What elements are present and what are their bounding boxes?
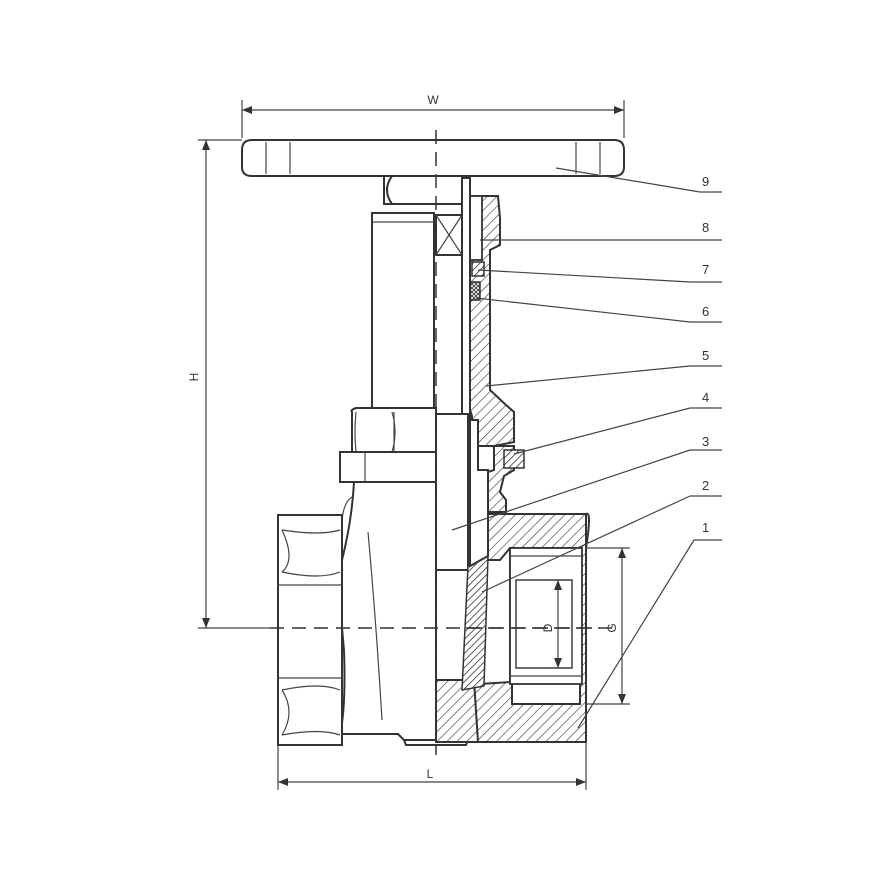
stem bbox=[461, 177, 471, 419]
callout-8: 8 bbox=[702, 220, 709, 235]
bonnet-hex-nut bbox=[339, 407, 437, 483]
callout-7: 7 bbox=[702, 262, 709, 277]
valve-body bbox=[277, 481, 590, 746]
callout-2: 2 bbox=[702, 478, 709, 493]
dimension-d-label: D bbox=[541, 623, 555, 632]
dimension-l-label: L bbox=[427, 767, 434, 781]
dimension-w: W bbox=[241, 93, 625, 138]
callout-5: 5 bbox=[702, 348, 709, 363]
callout-3: 3 bbox=[702, 434, 709, 449]
dimension-g-label: G bbox=[605, 623, 619, 632]
bonnet bbox=[371, 195, 515, 447]
callout-numbers: 9 8 7 6 5 4 3 2 1 bbox=[702, 174, 709, 535]
callout-9: 9 bbox=[702, 174, 709, 189]
dimension-h-label: H bbox=[187, 373, 201, 382]
callout-leaders bbox=[451, 167, 722, 729]
dimension-h: H bbox=[187, 139, 272, 629]
dimension-l: L bbox=[277, 742, 587, 790]
gate-wedge bbox=[435, 413, 489, 691]
callout-4: 4 bbox=[702, 390, 709, 405]
dimension-w-label: W bbox=[427, 93, 439, 107]
callout-1: 1 bbox=[702, 520, 709, 535]
callout-6: 6 bbox=[702, 304, 709, 319]
dimension-g: G bbox=[586, 547, 630, 705]
dimension-d: D bbox=[540, 579, 566, 669]
handwheel bbox=[241, 139, 625, 205]
gland-nut bbox=[435, 214, 463, 256]
